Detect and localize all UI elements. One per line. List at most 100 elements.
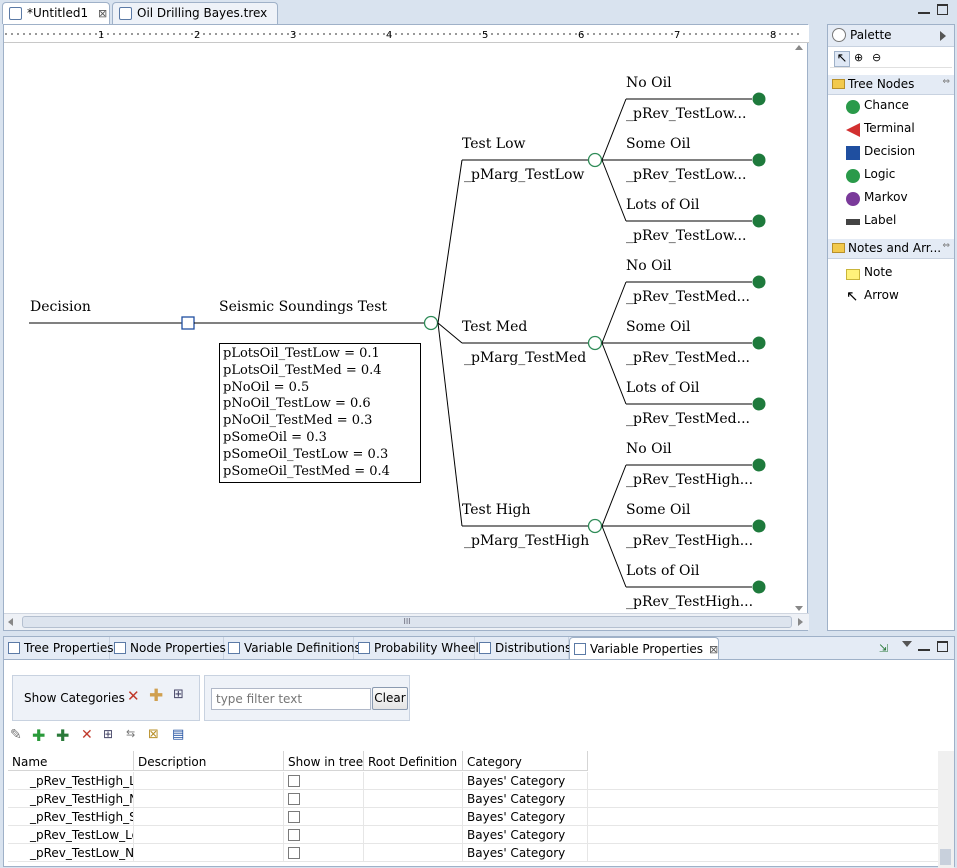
terminal-node[interactable] — [752, 92, 766, 106]
branch-probability[interactable]: _pMarg_TestMed — [464, 350, 587, 366]
decision-node-label[interactable]: Decision — [30, 299, 91, 315]
terminal-node[interactable] — [752, 519, 766, 533]
terminal-node[interactable] — [752, 153, 766, 167]
maximize-icon[interactable] — [937, 641, 948, 652]
outcome-probability[interactable]: _pRev_TestLow... — [626, 228, 747, 244]
document-icon[interactable]: ▤ — [172, 727, 185, 742]
scroll-up-icon[interactable] — [795, 45, 803, 50]
palette-note[interactable]: Note — [846, 265, 892, 285]
table-scrollbar[interactable] — [938, 751, 954, 868]
chance-node-1[interactable] — [587, 335, 603, 351]
table-scroll-thumb[interactable] — [940, 849, 951, 865]
delete-variable-icon[interactable]: ✕ — [81, 727, 93, 743]
tree-nodes-drawer[interactable]: Tree Nodes ⇔ — [828, 75, 954, 95]
show-in-tree-checkbox[interactable] — [288, 811, 300, 823]
show-in-tree-checkbox[interactable] — [288, 847, 300, 859]
outcome-probability[interactable]: _pRev_TestMed... — [626, 411, 750, 427]
tab-variable-properties[interactable]: Variable Properties⊠ — [569, 637, 719, 659]
pin-icon[interactable]: ⇔ — [942, 77, 950, 87]
outcome-probability[interactable]: _pRev_TestHigh... — [626, 533, 754, 549]
branch-label[interactable]: Test Low — [462, 136, 526, 152]
branch-probability[interactable]: _pMarg_TestLow — [464, 167, 585, 183]
view-menu-icon[interactable] — [902, 641, 912, 647]
view-menu-pin-icon[interactable]: ⇲ — [879, 642, 889, 655]
outcome-label[interactable]: Some Oil — [626, 502, 691, 518]
col-root-definition[interactable]: Root Definition — [364, 751, 463, 771]
tab-oil-drilling-bayes[interactable]: Oil Drilling Bayes.trex — [112, 2, 278, 24]
col-name[interactable]: Name — [8, 751, 134, 771]
tab-distributions[interactable]: Distributions — [475, 637, 571, 659]
terminal-node[interactable] — [752, 580, 766, 594]
outcome-label[interactable]: No Oil — [626, 75, 672, 91]
pin-icon[interactable]: ⇔ — [942, 241, 950, 251]
outcome-label[interactable]: No Oil — [626, 258, 672, 274]
export-icon[interactable]: ⊠ — [148, 727, 159, 742]
palette-terminal[interactable]: Terminal — [846, 121, 915, 141]
branch-label[interactable]: Test High — [462, 502, 531, 518]
col-show-in-tree[interactable]: Show in tree — [284, 751, 364, 771]
notes-drawer[interactable]: Notes and Arr... ⇔ — [828, 239, 954, 259]
show-in-tree-checkbox[interactable] — [288, 829, 300, 841]
terminal-node[interactable] — [752, 214, 766, 228]
close-tab-icon[interactable]: ⊠ — [97, 7, 108, 20]
clear-button[interactable]: Clear — [372, 687, 408, 710]
maximize-icon[interactable] — [937, 4, 948, 15]
tab-untitled1[interactable]: *Untitled1 ⊠ — [2, 2, 110, 24]
tab-variable-definitions[interactable]: Variable Definitions — [224, 637, 361, 659]
terminal-node[interactable] — [752, 458, 766, 472]
tab-tree-properties[interactable]: Tree Properties — [4, 637, 113, 659]
collapse-palette-icon[interactable] — [940, 31, 946, 41]
scroll-left-icon[interactable] — [8, 618, 13, 626]
decision-node[interactable] — [181, 316, 195, 330]
outcome-label[interactable]: Lots of Oil — [626, 563, 700, 579]
category-tree-icon[interactable]: ⊞ — [173, 687, 184, 702]
filter-input[interactable] — [211, 688, 371, 710]
outcome-probability[interactable]: _pRev_TestLow... — [626, 106, 747, 122]
scroll-thumb[interactable]: III — [22, 616, 792, 628]
outcome-label[interactable]: Some Oil — [626, 136, 691, 152]
branch-probability[interactable]: _pMarg_TestHigh — [464, 533, 590, 549]
chance-node-label[interactable]: Seismic Soundings Test — [219, 299, 388, 315]
tree-canvas[interactable]: Decision Seismic Soundings Test pLotsOil… — [4, 43, 804, 613]
chance-node-2[interactable] — [587, 518, 603, 534]
tab-node-properties[interactable]: Node Properties — [110, 637, 226, 659]
link-icon[interactable]: ⊞ — [103, 727, 114, 741]
terminal-node[interactable] — [752, 397, 766, 411]
col-description[interactable]: Description — [134, 751, 284, 771]
zoom-in-icon[interactable]: ⊕ — [854, 51, 864, 64]
terminal-node[interactable] — [752, 275, 766, 289]
minimize-icon[interactable] — [918, 4, 930, 14]
outcome-label[interactable]: Some Oil — [626, 319, 691, 335]
close-tab-icon[interactable]: ⊠ — [709, 643, 719, 656]
minimize-icon[interactable] — [918, 641, 930, 651]
outcome-label[interactable]: No Oil — [626, 441, 672, 457]
outcome-probability[interactable]: _pRev_TestMed... — [626, 289, 750, 305]
rename-icon[interactable]: ⇆ — [126, 727, 136, 740]
tab-probability-wheel[interactable]: Probability Wheel — [354, 637, 479, 659]
chance-node-seismic[interactable] — [423, 315, 439, 331]
palette-markov[interactable]: Markov — [846, 190, 908, 210]
outcome-probability[interactable]: _pRev_TestHigh... — [626, 594, 754, 610]
show-in-tree-checkbox[interactable] — [288, 775, 300, 787]
add-variable-icon[interactable]: ✚ — [32, 726, 46, 745]
col-category[interactable]: Category — [463, 751, 588, 771]
scroll-right-icon[interactable] — [798, 618, 803, 626]
add-category-icon[interactable]: ✚ — [149, 686, 164, 706]
outcome-probability[interactable]: _pRev_TestMed... — [626, 350, 750, 366]
outcome-probability[interactable]: _pRev_TestLow... — [626, 167, 747, 183]
terminal-node[interactable] — [752, 336, 766, 350]
palette-chance[interactable]: Chance — [846, 98, 909, 118]
branch-label[interactable]: Test Med — [462, 319, 528, 335]
palette-label[interactable]: Label — [846, 213, 896, 233]
add-multiple-icon[interactable]: ✚ — [56, 726, 70, 745]
zoom-out-icon[interactable]: ⊖ — [872, 51, 882, 64]
outcome-label[interactable]: Lots of Oil — [626, 197, 700, 213]
palette-decision[interactable]: Decision — [846, 144, 915, 164]
delete-category-icon[interactable]: ✕ — [127, 687, 140, 705]
vertical-scrollbar[interactable] — [790, 43, 807, 613]
